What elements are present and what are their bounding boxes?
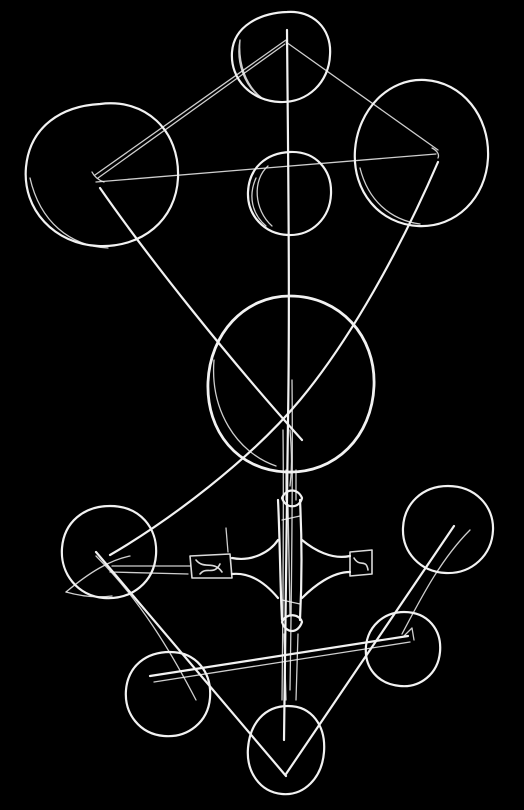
top-node-circle	[232, 12, 330, 102]
bottom-right-node-circle	[366, 612, 440, 686]
central-hub	[110, 430, 372, 700]
lower-connector-lines	[66, 526, 470, 776]
lower-right-node-circle	[403, 486, 493, 573]
upper-right-node-circle	[355, 80, 488, 226]
spine-lines	[100, 30, 438, 740]
bottom-left-node-circle	[126, 652, 210, 736]
lower-structure	[62, 486, 493, 794]
bottom-center-node-circle	[248, 706, 324, 794]
upper-structure	[26, 12, 488, 248]
